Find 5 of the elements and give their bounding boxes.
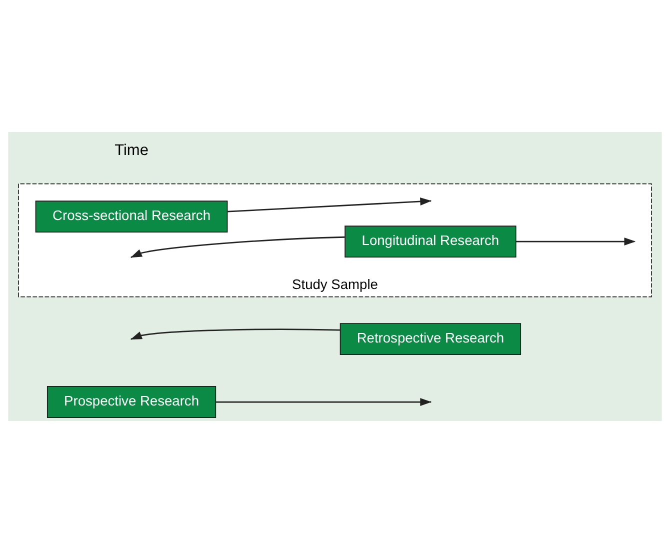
node-box: Prospective Research: [46, 386, 216, 418]
label: Time: [114, 142, 148, 159]
node-box: Cross-sectional Research: [35, 200, 228, 232]
node-box: Longitudinal Research: [344, 226, 516, 258]
node-box: Retrospective Research: [340, 323, 522, 355]
